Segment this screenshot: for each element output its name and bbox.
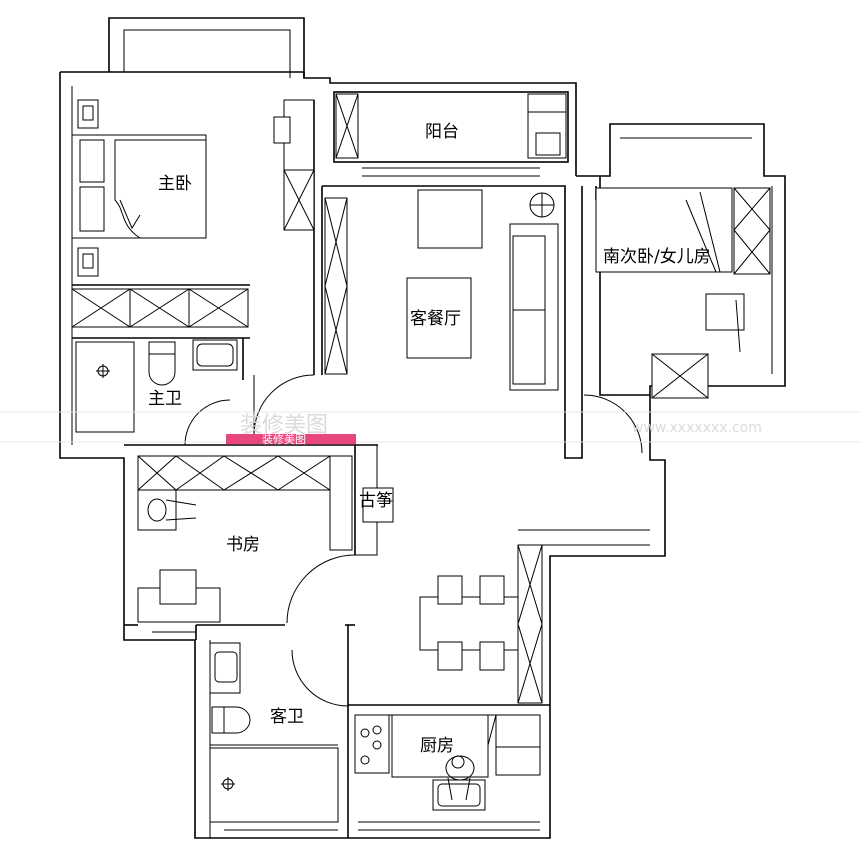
label-kitchen: 厨房 bbox=[420, 736, 454, 756]
label-second-bedroom: 南次卧/女儿房 bbox=[603, 247, 711, 267]
living-room-furniture bbox=[324, 189, 559, 704]
label-balcony: 阳台 bbox=[425, 122, 459, 142]
guest-bath-fixtures bbox=[209, 642, 339, 823]
master-bedroom-furniture bbox=[71, 99, 315, 328]
balcony-fixtures bbox=[335, 93, 567, 159]
watermark-badge-text: 装修美图 bbox=[262, 432, 306, 446]
label-master-bath: 主卫 bbox=[148, 389, 182, 409]
label-guzheng: 古筝 bbox=[359, 491, 393, 511]
study-furniture bbox=[137, 455, 394, 623]
label-guest-bath: 客卫 bbox=[270, 707, 304, 727]
interior-walls bbox=[72, 91, 650, 838]
label-study: 书房 bbox=[226, 535, 260, 555]
watermark: 装修美图 装修美图 www.xxxxxxx.com bbox=[0, 411, 860, 446]
kitchen-fixtures bbox=[354, 714, 541, 811]
watermark-left-text: 装修美图 bbox=[240, 413, 328, 438]
watermark-right-text: www.xxxxxxx.com bbox=[632, 420, 762, 436]
room-labels: 主卧 阳台 客餐厅 南次卧/女儿房 主卫 书房 古筝 客卫 厨房 bbox=[148, 122, 711, 756]
watermark-badge bbox=[226, 434, 356, 444]
second-bedroom-furniture bbox=[595, 187, 771, 399]
label-master-bedroom: 主卧 bbox=[158, 174, 192, 194]
master-bath-fixtures bbox=[75, 339, 238, 433]
label-living-dining: 客餐厅 bbox=[410, 309, 461, 329]
